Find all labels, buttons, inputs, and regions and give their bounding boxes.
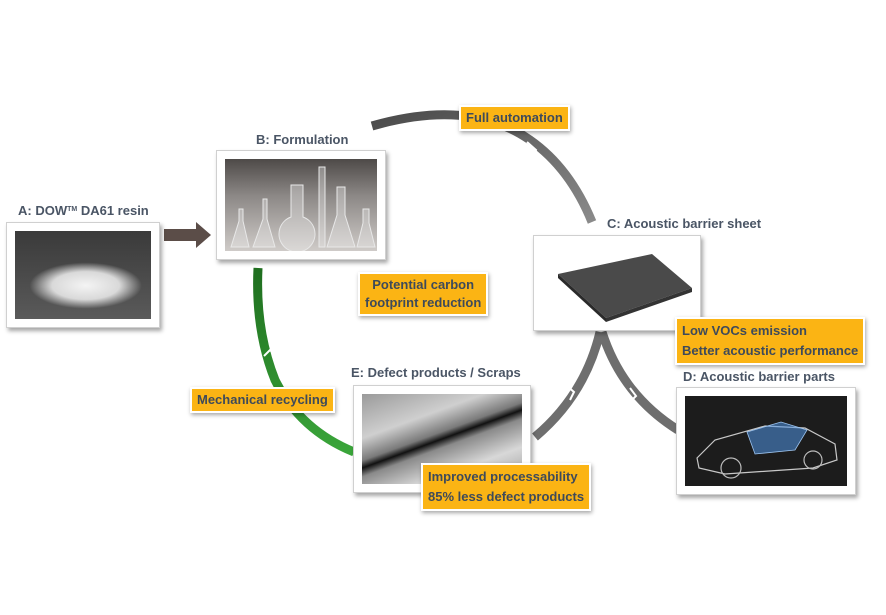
node-b-image — [216, 150, 386, 260]
processability-line-2: 85% less defect products — [428, 489, 585, 504]
callout-mechanical-recycling: Mechanical recycling — [190, 387, 335, 413]
node-a-label-prefix: A: DOW — [18, 203, 68, 218]
carbon-line-1: Potential carbon — [372, 277, 475, 292]
callout-vocs: Low VOCs emission Better acoustic perfor… — [675, 317, 866, 365]
processability-line-1: Improved processability — [428, 469, 578, 484]
node-c-label: C: Acoustic barrier sheet — [607, 216, 762, 231]
arc-chevron-top — [526, 141, 538, 159]
node-d-label: D: Acoustic barrier parts — [683, 369, 835, 384]
node-b-label: B: Formulation — [256, 132, 349, 147]
vocs-line-1: Low VOCs emission — [682, 323, 807, 338]
arc-recycling — [253, 267, 356, 457]
node-c-image — [533, 235, 701, 331]
node-d-image — [676, 387, 856, 495]
arc-chevron-green — [263, 348, 277, 357]
arrow-resin-to-formulation — [164, 222, 211, 248]
barrier-sheet-icon — [558, 254, 692, 322]
callout-carbon-footprint: Potential carbon footprint reduction — [358, 272, 489, 316]
car-icon — [696, 421, 838, 479]
vocs-line-2: Better acoustic performance — [682, 343, 859, 358]
arc-chevron-left — [565, 384, 576, 401]
arc-sheet-to-scraps — [532, 330, 605, 441]
arc-chevron-right — [629, 387, 638, 403]
node-a-label: A: DOWTM DA61 resin — [18, 203, 149, 218]
car-image — [685, 396, 847, 486]
trademark-mark: TM — [67, 206, 78, 213]
arc-sheet-to-parts — [597, 330, 681, 434]
node-a-label-suffix: DA61 resin — [77, 203, 149, 218]
node-a-image — [6, 222, 160, 328]
carbon-line-2: footprint reduction — [365, 295, 482, 310]
callout-processability: Improved processability 85% less defect … — [421, 463, 592, 511]
resin-pellets-image — [15, 231, 151, 319]
arc-formulation-to-sheet — [370, 110, 597, 224]
flasks-icon — [230, 166, 376, 251]
callout-full-automation: Full automation — [459, 105, 570, 131]
lab-flasks-image — [225, 159, 377, 251]
node-e-label: E: Defect products / Scraps — [351, 365, 521, 380]
